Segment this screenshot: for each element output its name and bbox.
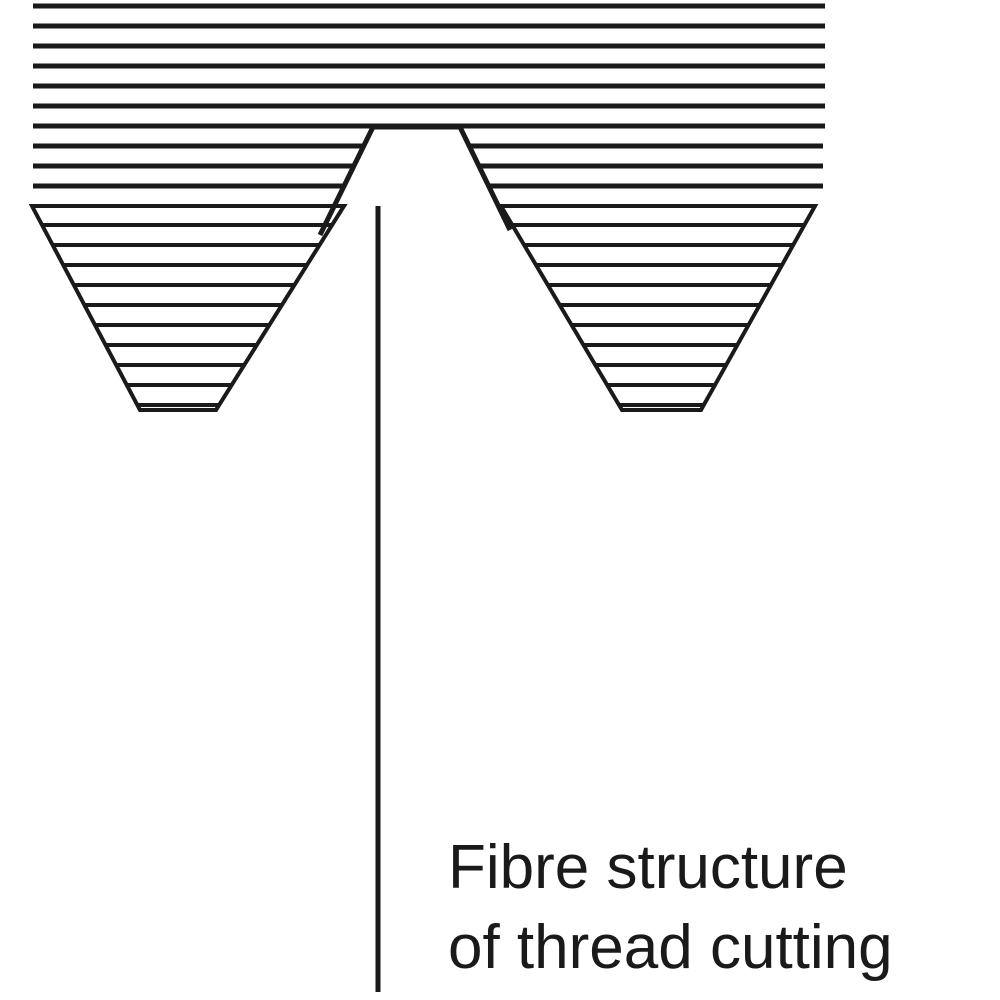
fibre-hatching-upper: [33, 3, 825, 189]
caption-line-1: Fibre structure: [448, 833, 848, 902]
tooth-right-outline: [497, 204, 819, 412]
tooth-left-outline: [28, 204, 348, 412]
thread-tooth-left: [28, 204, 348, 412]
thread-tooth-right: [497, 204, 819, 412]
thread-groove-outline: [317, 124, 513, 237]
caption-label: Fibre structure of thread cutting: [448, 828, 993, 988]
caption-line-2: of thread cutting: [448, 913, 893, 982]
